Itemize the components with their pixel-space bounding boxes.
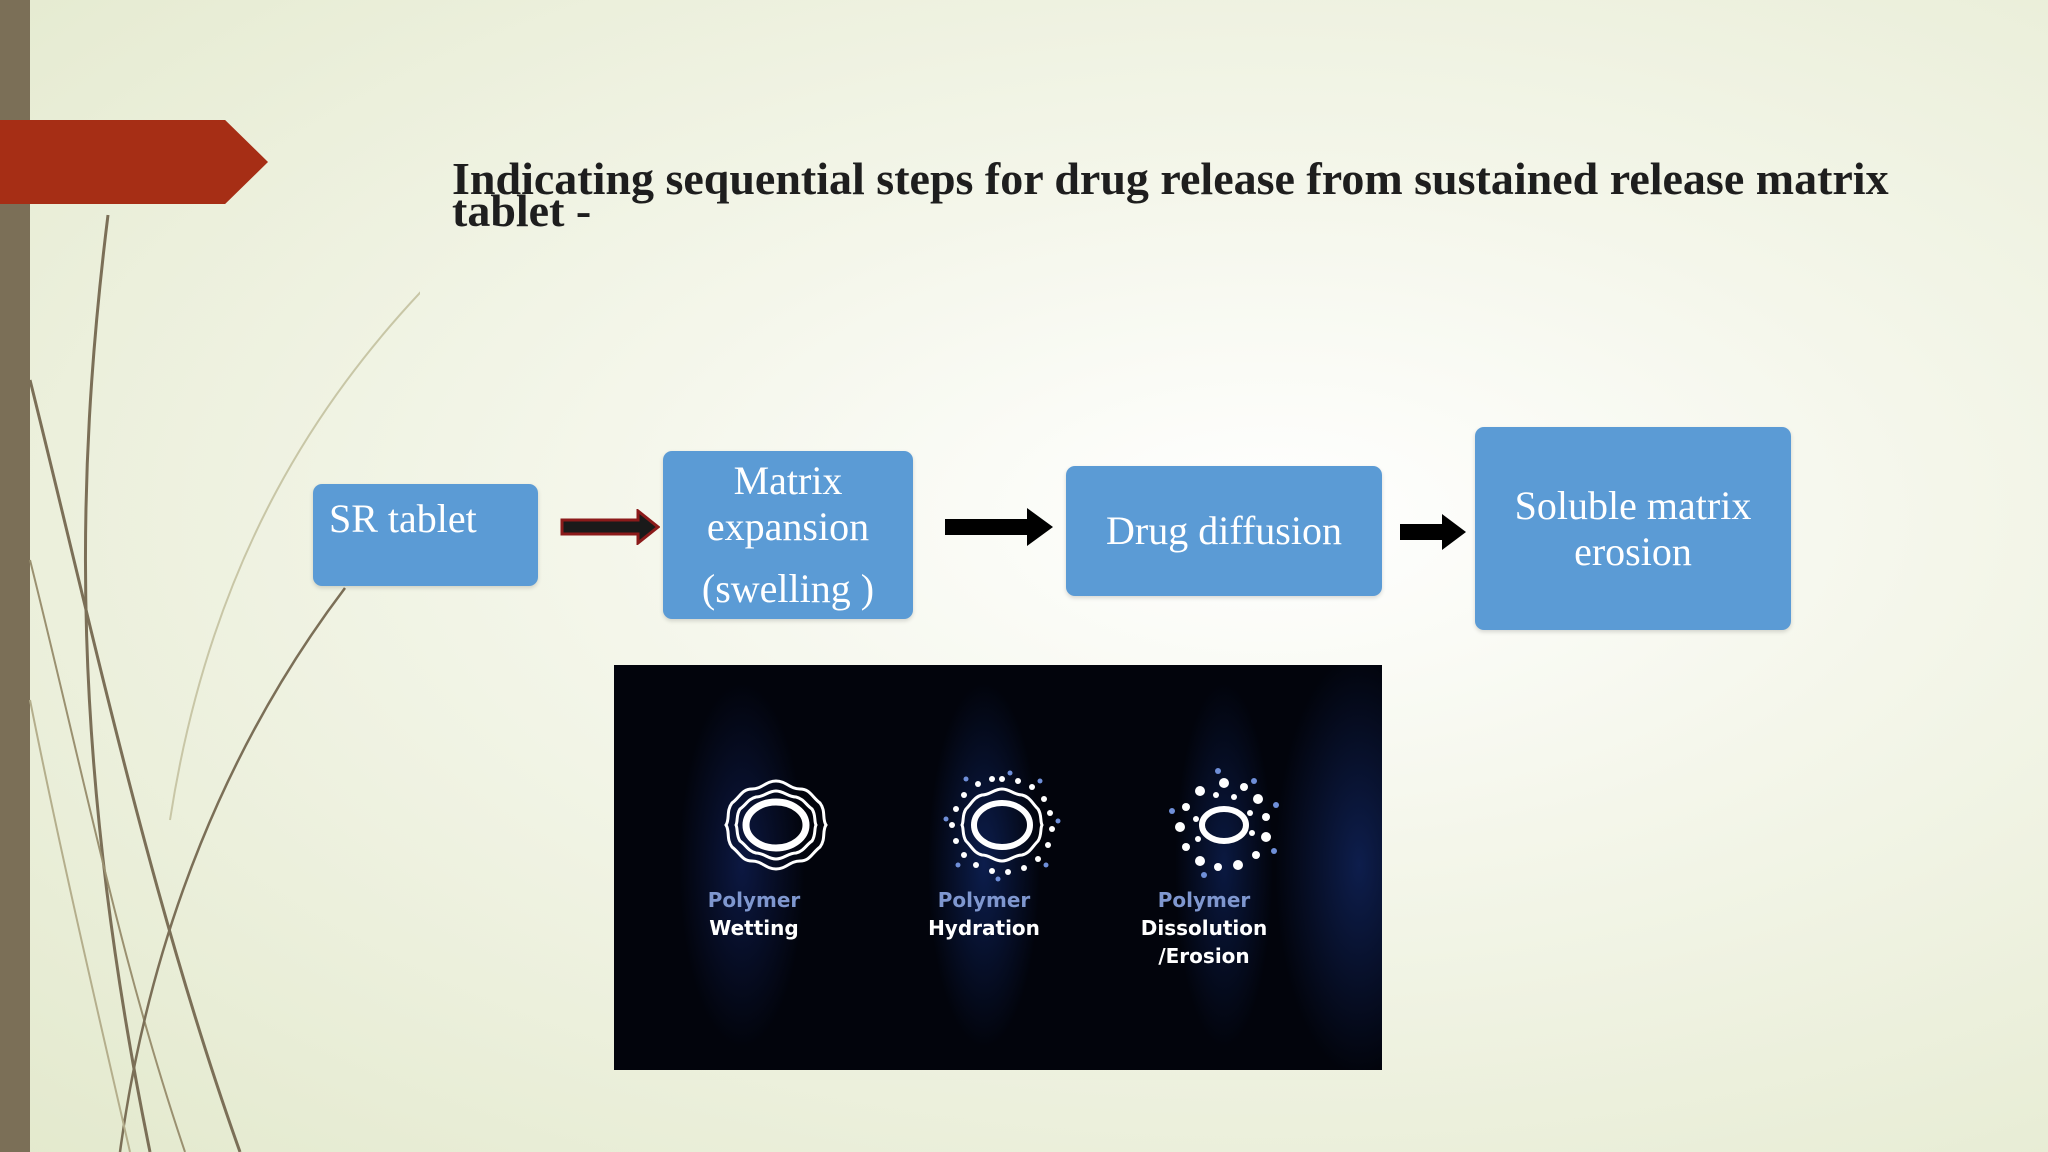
step-soluble-matrix-erosion: Soluble matrix erosion [1475, 427, 1791, 630]
step-soluble-matrix-erosion-line1: Soluble matrix [1514, 482, 1752, 528]
decorative-curves [28, 214, 420, 1152]
polymer-hydration-icon [943, 770, 1061, 882]
stage-label-hydration-line1: Polymer [937, 888, 1031, 912]
stage-label-dissolution-line1: Polymer [1157, 888, 1251, 912]
section-marker-tab [0, 120, 268, 204]
arrow-right-icon [945, 508, 1053, 546]
step-matrix-expansion-line3: (swelling ) [701, 566, 875, 611]
stage-label-wetting-line1: Polymer [707, 888, 801, 912]
step-drug-diffusion-label: Drug diffusion [1106, 508, 1342, 553]
step-soluble-matrix-erosion-line2: erosion [1574, 528, 1692, 574]
stage-label-dissolution: Polymer Dissolution /Erosion [1114, 886, 1294, 970]
stage-label-wetting-line2: Wetting [709, 916, 799, 940]
slide-title: Indicating sequential steps for drug rel… [452, 153, 1889, 236]
step-matrix-expansion-line2: expansion [706, 504, 870, 549]
step-matrix-expansion-line1: Matrix [733, 458, 843, 503]
stage-label-hydration-line2: Hydration [928, 916, 1040, 940]
polymer-stages-illustration [724, 768, 1279, 882]
polymer-wetting-icon [724, 779, 828, 871]
stage-label-hydration: Polymer Hydration [909, 886, 1059, 942]
polymer-stages-image: Polymer Wetting Polymer Hydration Polyme… [614, 665, 1382, 1070]
step-matrix-expansion: Matrix expansion (swelling ) [663, 451, 913, 619]
step-drug-diffusion: Drug diffusion [1066, 466, 1382, 596]
stage-label-dissolution-line3: /Erosion [1158, 944, 1250, 968]
polymer-erosion-icon [1169, 768, 1279, 878]
arrow-right-icon [1400, 514, 1466, 550]
stage-label-wetting: Polymer Wetting [679, 886, 829, 942]
step-sr-tablet: SR tablet [313, 484, 538, 586]
stage-label-dissolution-line2: Dissolution [1140, 916, 1268, 940]
arrow-right-icon [560, 509, 660, 545]
step-sr-tablet-label: SR tablet [329, 496, 477, 541]
